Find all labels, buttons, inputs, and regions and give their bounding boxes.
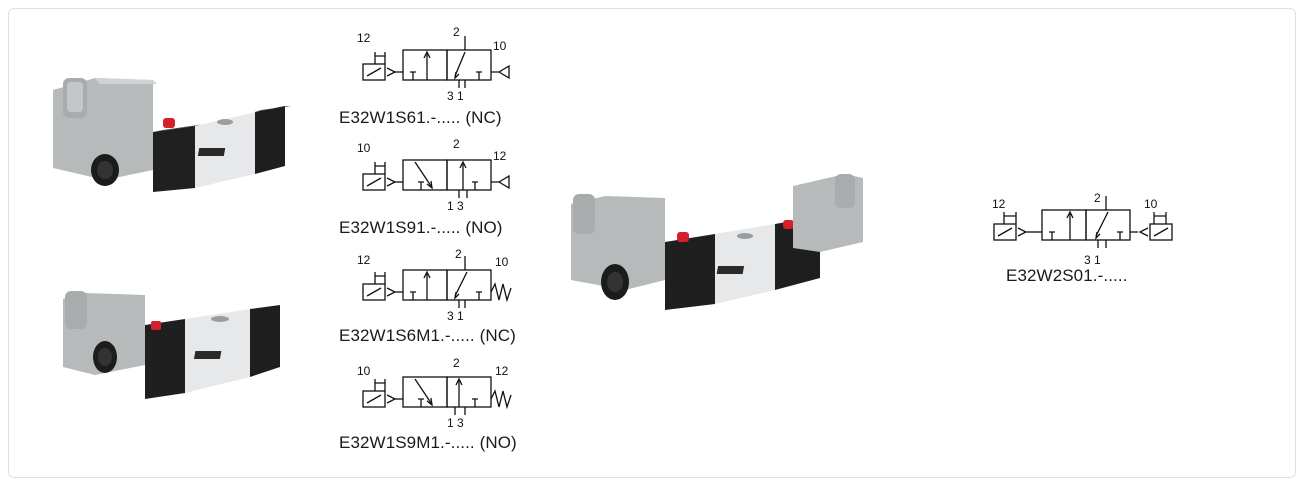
valve-symbol-2: 10 2 12 1 3 E32W1S91.-..... (NO): [339, 137, 515, 237]
valve-symbol-3: 12 2 10 3 1 E32W1S6M1.-..... (NC): [339, 247, 516, 345]
symbol-5-left-port: 12: [992, 197, 1006, 211]
symbol-5-caption: E32W2S01.-.....: [1006, 266, 1128, 285]
symbol-4-left-port: 10: [357, 364, 371, 378]
symbol-1-caption: E32W1S61.-..... (NC): [339, 108, 502, 127]
valve-symbol-5: 12 2 10 3 1: [990, 191, 1180, 285]
symbol-4-top-port: 2: [453, 356, 460, 370]
symbol-1-bottom-ports: 3 1: [447, 89, 464, 103]
symbol-2-top-port: 2: [453, 137, 460, 151]
symbol-5-bottom-ports: 3 1: [1084, 253, 1101, 267]
symbol-1-left-port: 12: [357, 31, 371, 45]
symbol-4-bottom-ports: 1 3: [447, 416, 464, 430]
valve-image-single-solenoid-2: [55, 285, 290, 410]
symbol-3-bottom-ports: 3 1: [447, 309, 464, 323]
symbol-4-right-port: 12: [495, 364, 509, 378]
symbol-1-top-port: 2: [453, 25, 460, 39]
valve-image-double-solenoid: [565, 170, 865, 320]
symbol-4-caption: E32W1S9M1.-..... (NO): [339, 433, 517, 452]
symbol-3-right-port: 10: [495, 255, 509, 269]
symbol-3-top-port: 2: [455, 247, 462, 261]
symbol-2-caption: E32W1S91.-..... (NO): [339, 218, 503, 237]
valve-image-single-solenoid-1: [45, 70, 295, 195]
symbol-2-bottom-ports: 1 3: [447, 199, 464, 213]
symbol-2-right-port: 12: [493, 149, 507, 163]
valve-symbol-1: 12 2 10 3 1 E32W1S61.-..: [339, 25, 515, 127]
symbol-1-right-port: 10: [493, 39, 507, 53]
valve-symbol-4: 10 2 12 1 3 E32W1S9M1.-..... (NO): [339, 355, 517, 452]
symbol-3-caption: E32W1S6M1.-..... (NC): [339, 326, 516, 345]
symbol-5-top-port: 2: [1094, 191, 1101, 205]
symbol-3-left-port: 12: [357, 253, 371, 267]
symbol-2-left-port: 10: [357, 141, 371, 155]
symbol-5-right-port: 10: [1144, 197, 1158, 211]
